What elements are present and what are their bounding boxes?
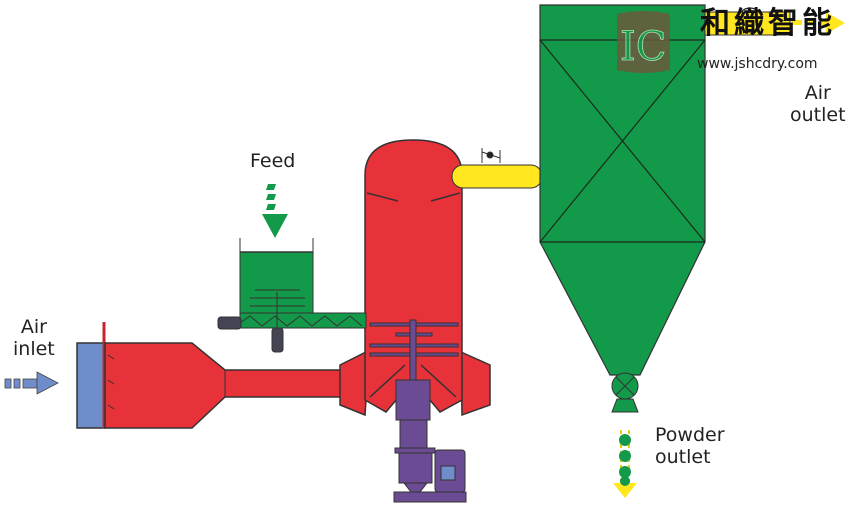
- feed-label: Feed: [250, 150, 296, 172]
- air-outlet-label-line2: outlet: [790, 104, 846, 126]
- feed-arrow: [262, 184, 288, 238]
- air-inlet-label: Air inlet: [13, 316, 55, 360]
- agitator: [369, 319, 459, 381]
- dryer-inlet-left: [339, 350, 367, 417]
- air-outlet-label-line1: Air: [804, 82, 831, 104]
- powder-outlet-label: Powder outlet: [655, 424, 725, 468]
- dryer-inlet-right: [460, 350, 491, 417]
- air-outlet-arrow: [792, 12, 845, 34]
- powder-outlet-label-line1: Powder: [655, 424, 725, 446]
- air-inlet-arrow: [4, 371, 59, 395]
- powder-outlet-label-line2: outlet: [655, 446, 711, 468]
- powder-outlet-arrow: [613, 430, 637, 498]
- brand-name-cn: 和織智能: [700, 6, 836, 41]
- air-inlet-label-line1: Air: [20, 316, 47, 338]
- damper-valve-icon: [481, 148, 501, 163]
- cyclone-separator: [539, 4, 706, 413]
- air-outlet-label: Air outlet: [790, 82, 846, 126]
- brand-url: www.jshcdry.com: [697, 56, 818, 72]
- air-inlet-label-line2: inlet: [13, 338, 55, 360]
- feed-hopper: [217, 238, 367, 353]
- air-outlet-pipe: [704, 11, 791, 36]
- inlet-filter-box: [76, 342, 106, 429]
- drive-motor: [393, 379, 467, 503]
- brand-logo: IC: [617, 11, 670, 73]
- connecting-pipe: [451, 164, 543, 189]
- svg-text:IC: IC: [620, 24, 666, 70]
